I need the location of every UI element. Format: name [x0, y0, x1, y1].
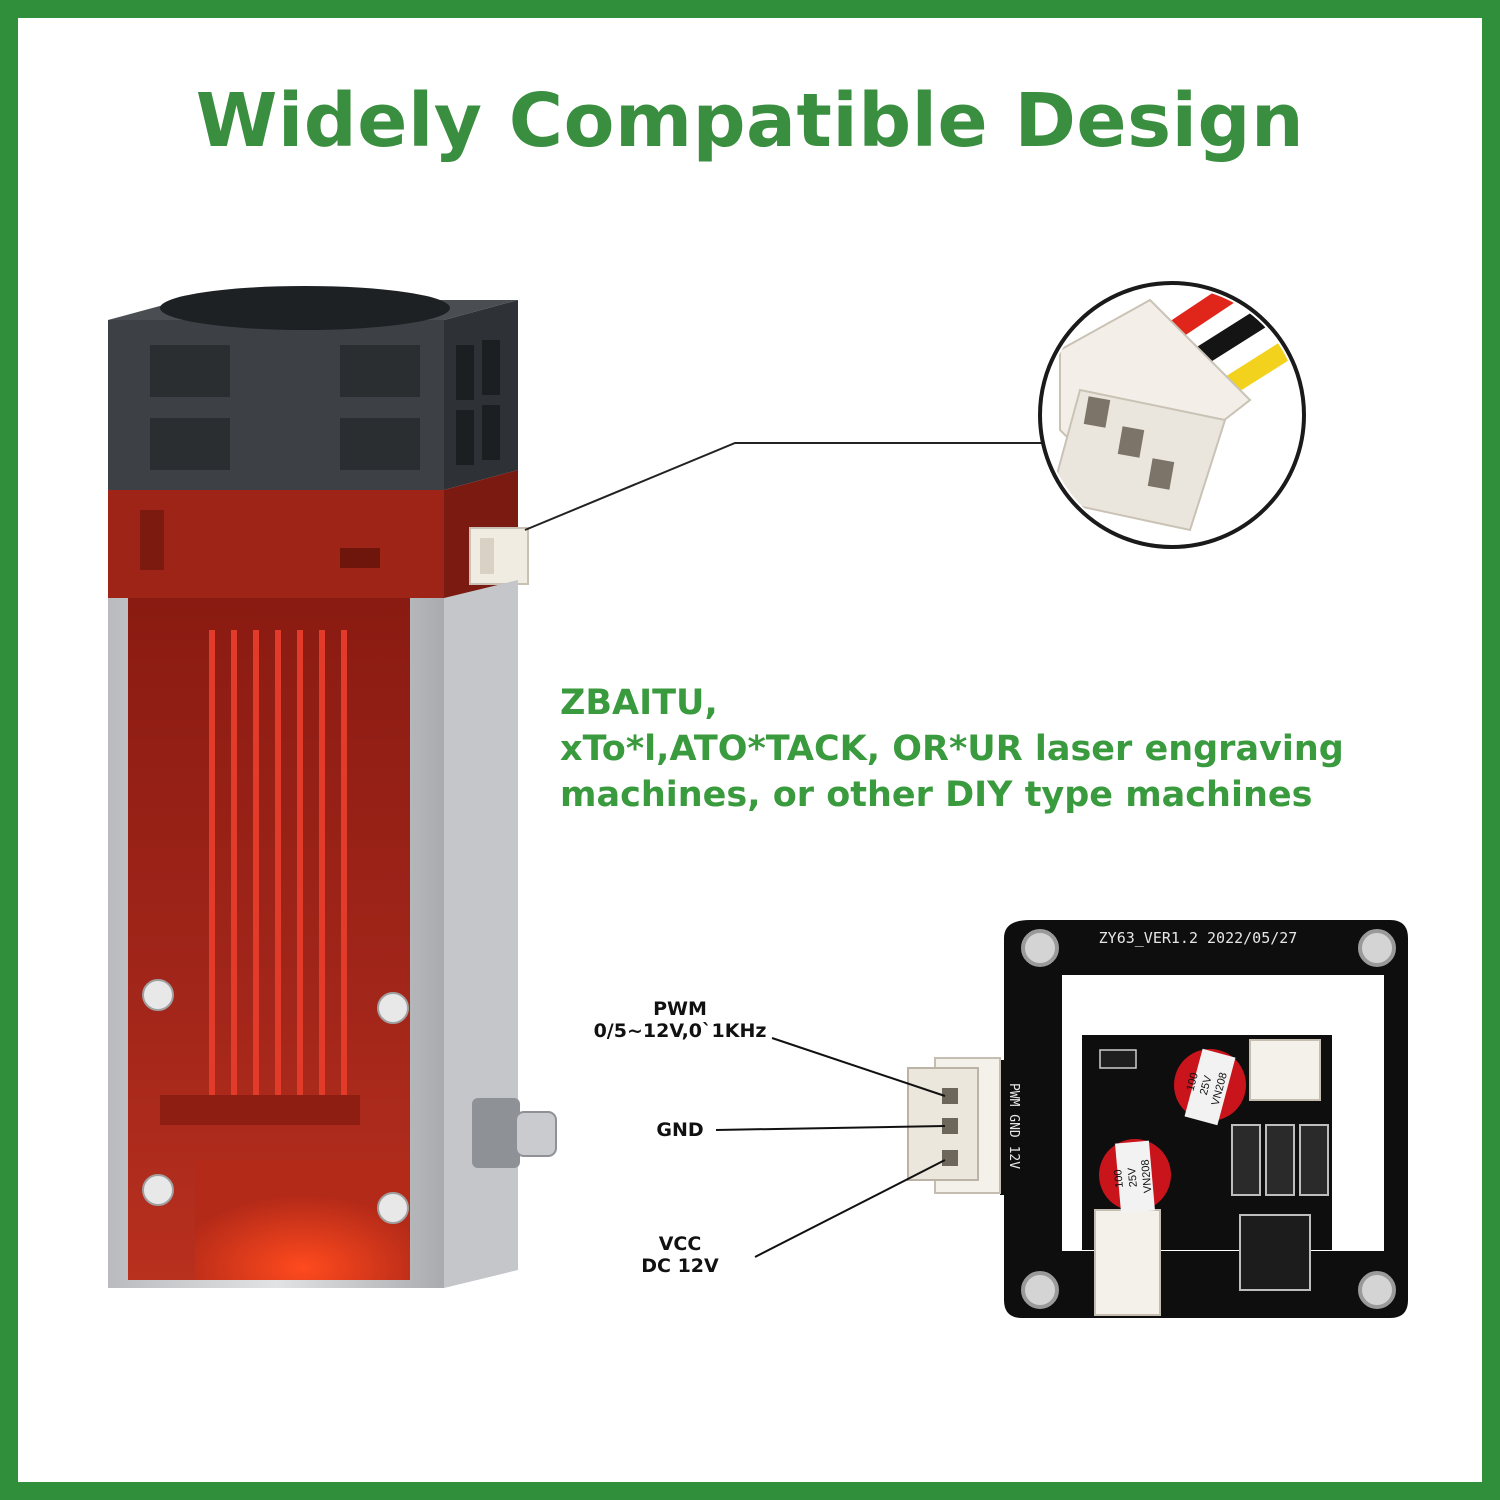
aluminium-body-side: [444, 580, 518, 1288]
module-connector-slot: [480, 538, 494, 574]
vent-slot: [456, 410, 474, 465]
heatsink-base: [160, 1095, 360, 1125]
page-title: Widely Compatible Design: [195, 78, 1305, 164]
vent-slot: [482, 340, 500, 395]
pwm-leader-line: [771, 1037, 946, 1097]
vcc-label: VCC DC 12V: [610, 1233, 750, 1277]
capacitor-label: 100: [1185, 1071, 1201, 1092]
mosfet: [1231, 1124, 1261, 1196]
mosfet: [1299, 1124, 1329, 1196]
vcc-name: VCC: [658, 1233, 702, 1255]
gnd-leader-line: [715, 1125, 946, 1131]
connector-pin: [942, 1118, 958, 1134]
laser-module: [108, 286, 557, 1288]
laser-glow: [195, 1160, 410, 1280]
connector-pin: [942, 1088, 958, 1104]
board-pin-silkscreen: PWM GND 12V: [1006, 1083, 1021, 1169]
pwm-spec: 0/5~12V,0`1KHz: [593, 1020, 767, 1042]
screw-icon: [377, 1192, 409, 1224]
screw-icon: [142, 979, 174, 1011]
mosfet: [1265, 1124, 1295, 1196]
cover-detail: [140, 510, 164, 570]
capacitor-label: VN208: [1140, 1159, 1155, 1194]
pwm-name: PWM: [653, 998, 707, 1020]
cover-detail: [340, 548, 380, 568]
pwm-label: PWM 0/5~12V,0`1KHz: [560, 998, 800, 1042]
capacitor-label: 25V: [1126, 1166, 1140, 1187]
mounting-hole: [1358, 929, 1396, 967]
fan-housing-side: [444, 300, 518, 490]
vcc-leader-line: [754, 1159, 946, 1258]
board-silkscreen: ZY63_VER1.2 2022/05/27: [1099, 929, 1298, 947]
fan-opening: [160, 286, 450, 330]
gnd-name: GND: [656, 1119, 704, 1141]
capacitor-label: 25V: [1198, 1074, 1215, 1097]
compatibility-description: ZBAITU, xTo*l,ATO*TACK, OR*UR laser engr…: [560, 680, 1460, 818]
fan-slot: [340, 345, 420, 397]
regulator: [1239, 1214, 1311, 1291]
air-nozzle: [515, 1111, 557, 1157]
resistor: [1099, 1049, 1137, 1069]
connector-pin: [1083, 396, 1111, 428]
vent-slot: [482, 405, 500, 460]
connector-pin: [942, 1150, 958, 1166]
board-output-connector: [1249, 1039, 1321, 1101]
description-line: machines, or other DIY type machines: [560, 775, 1313, 815]
screw-icon: [377, 992, 409, 1024]
callout-line: [524, 442, 1045, 531]
description-line: ZBAITU,: [560, 683, 718, 723]
mounting-hole: [1021, 929, 1059, 967]
mounting-hole: [1021, 1271, 1059, 1309]
vcc-spec: DC 12V: [641, 1255, 719, 1277]
mounting-hole: [1358, 1271, 1396, 1309]
heatsink-fins: [209, 630, 347, 1110]
board-fan-connector: [1094, 1209, 1161, 1316]
fan-slot: [340, 418, 420, 470]
capacitor-label: 100: [1112, 1169, 1126, 1188]
fan-slot: [150, 345, 230, 397]
fan-slot: [150, 418, 230, 470]
air-nozzle-nut: [472, 1098, 520, 1168]
gnd-label: GND: [640, 1119, 720, 1141]
connector-pin: [1117, 426, 1145, 458]
driver-board: [907, 920, 1408, 1318]
description-line: xTo*l,ATO*TACK, OR*UR laser engraving: [560, 729, 1344, 769]
screw-icon: [142, 1174, 174, 1206]
connector-pin: [1147, 458, 1175, 490]
module-connector: [469, 527, 529, 585]
vent-slot: [456, 345, 474, 400]
connector-zoom: [1038, 281, 1306, 549]
